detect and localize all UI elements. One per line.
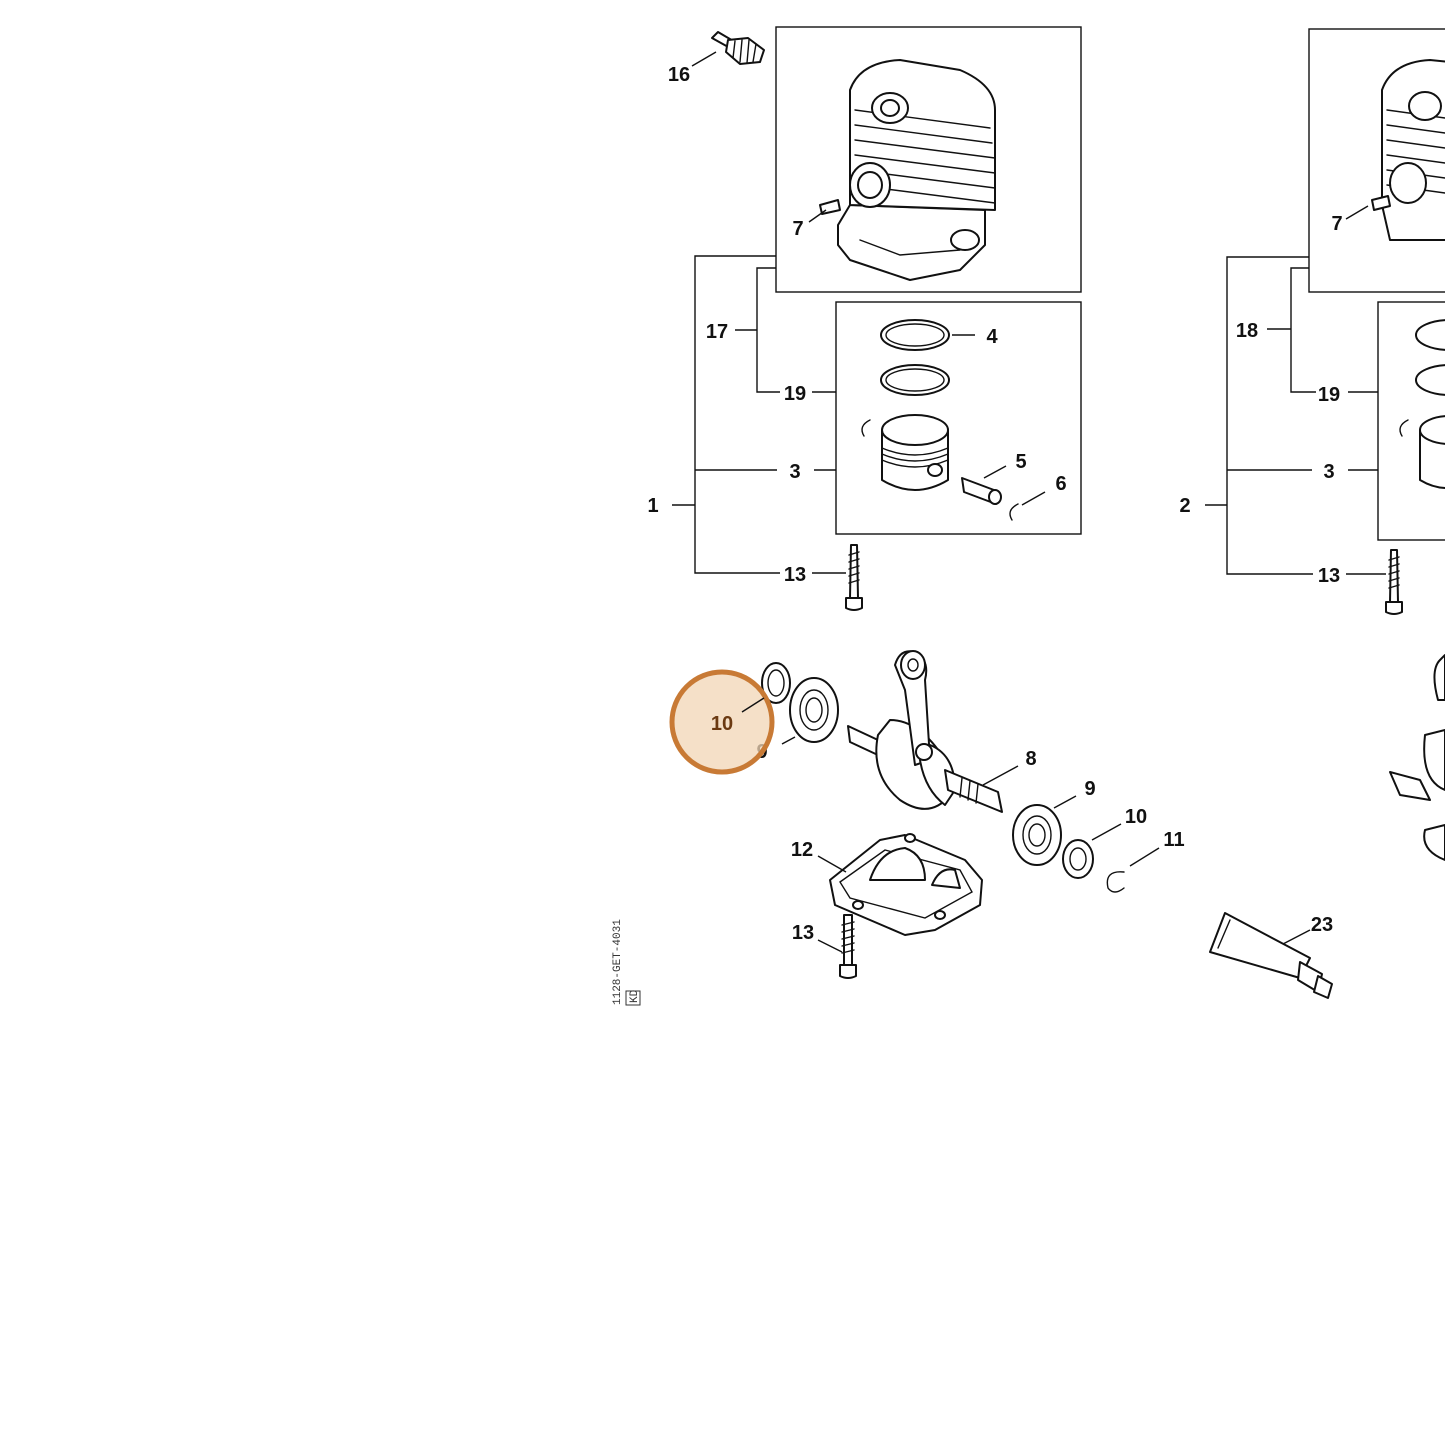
callout-16: 16 xyxy=(668,64,690,86)
callout-19-left: 19 xyxy=(784,383,806,405)
cylinder-drawing-left xyxy=(819,59,996,281)
highlight-circle[interactable] xyxy=(669,669,775,775)
callout-18: 18 xyxy=(1236,320,1258,342)
crankcase: 12 xyxy=(791,833,983,936)
callout-13-left: 13 xyxy=(784,564,806,586)
callout-10-right: 10 xyxy=(1125,806,1147,828)
callout-4: 4 xyxy=(986,326,998,348)
callout-12: 12 xyxy=(791,839,813,861)
highlight-marker[interactable]: 10 xyxy=(669,669,775,775)
callout-6: 6 xyxy=(1055,473,1066,495)
callout-3-right: 3 xyxy=(1323,461,1334,483)
piston-assembly-left: 4 5 6 xyxy=(835,301,1082,535)
drawing-code-tag: KD xyxy=(629,989,641,1003)
callout-13-bottom: 13 xyxy=(792,922,814,944)
bracket-left: 17 19 3 1 13 xyxy=(647,255,846,586)
crankshaft-assembly: 9 8 9 10 11 xyxy=(756,650,1185,893)
bracket-right: 18 19 3 2 13 xyxy=(1179,256,1386,587)
callout-7-left: 7 xyxy=(792,218,803,240)
drawing-code: 1128-GET-4031 KD xyxy=(612,919,641,1006)
callout-9-right: 9 xyxy=(1084,778,1095,800)
crankshaft-right-partial xyxy=(1389,654,1445,861)
callout-5: 5 xyxy=(1015,451,1026,473)
callout-2: 2 xyxy=(1179,495,1190,517)
drawing-code-text: 1128-GET-4031 xyxy=(612,919,624,1005)
callout-11: 11 xyxy=(1163,829,1184,851)
piston-assembly-right xyxy=(1377,301,1445,541)
cylinder-assembly-right: 7 xyxy=(1308,28,1445,293)
callout-23: 23 xyxy=(1311,914,1333,936)
callout-1: 1 xyxy=(647,495,658,517)
screw-bottom: 13 xyxy=(792,914,857,979)
cylinder-assembly-left: 7 xyxy=(775,26,1082,293)
piston-frame-left xyxy=(835,301,1082,535)
callout-8: 8 xyxy=(1025,748,1036,770)
screw-left xyxy=(845,544,863,611)
callout-19-right: 19 xyxy=(1318,384,1340,406)
screw-right xyxy=(1385,549,1403,615)
highlight-label: 10 xyxy=(711,713,733,735)
callout-3-left: 3 xyxy=(789,461,800,483)
callout-7-right: 7 xyxy=(1331,213,1342,235)
callout-13-right: 13 xyxy=(1318,565,1340,587)
callout-17: 17 xyxy=(706,321,728,343)
spark-plug: 16 xyxy=(668,31,765,86)
grease-tube: 23 xyxy=(1209,912,1333,999)
